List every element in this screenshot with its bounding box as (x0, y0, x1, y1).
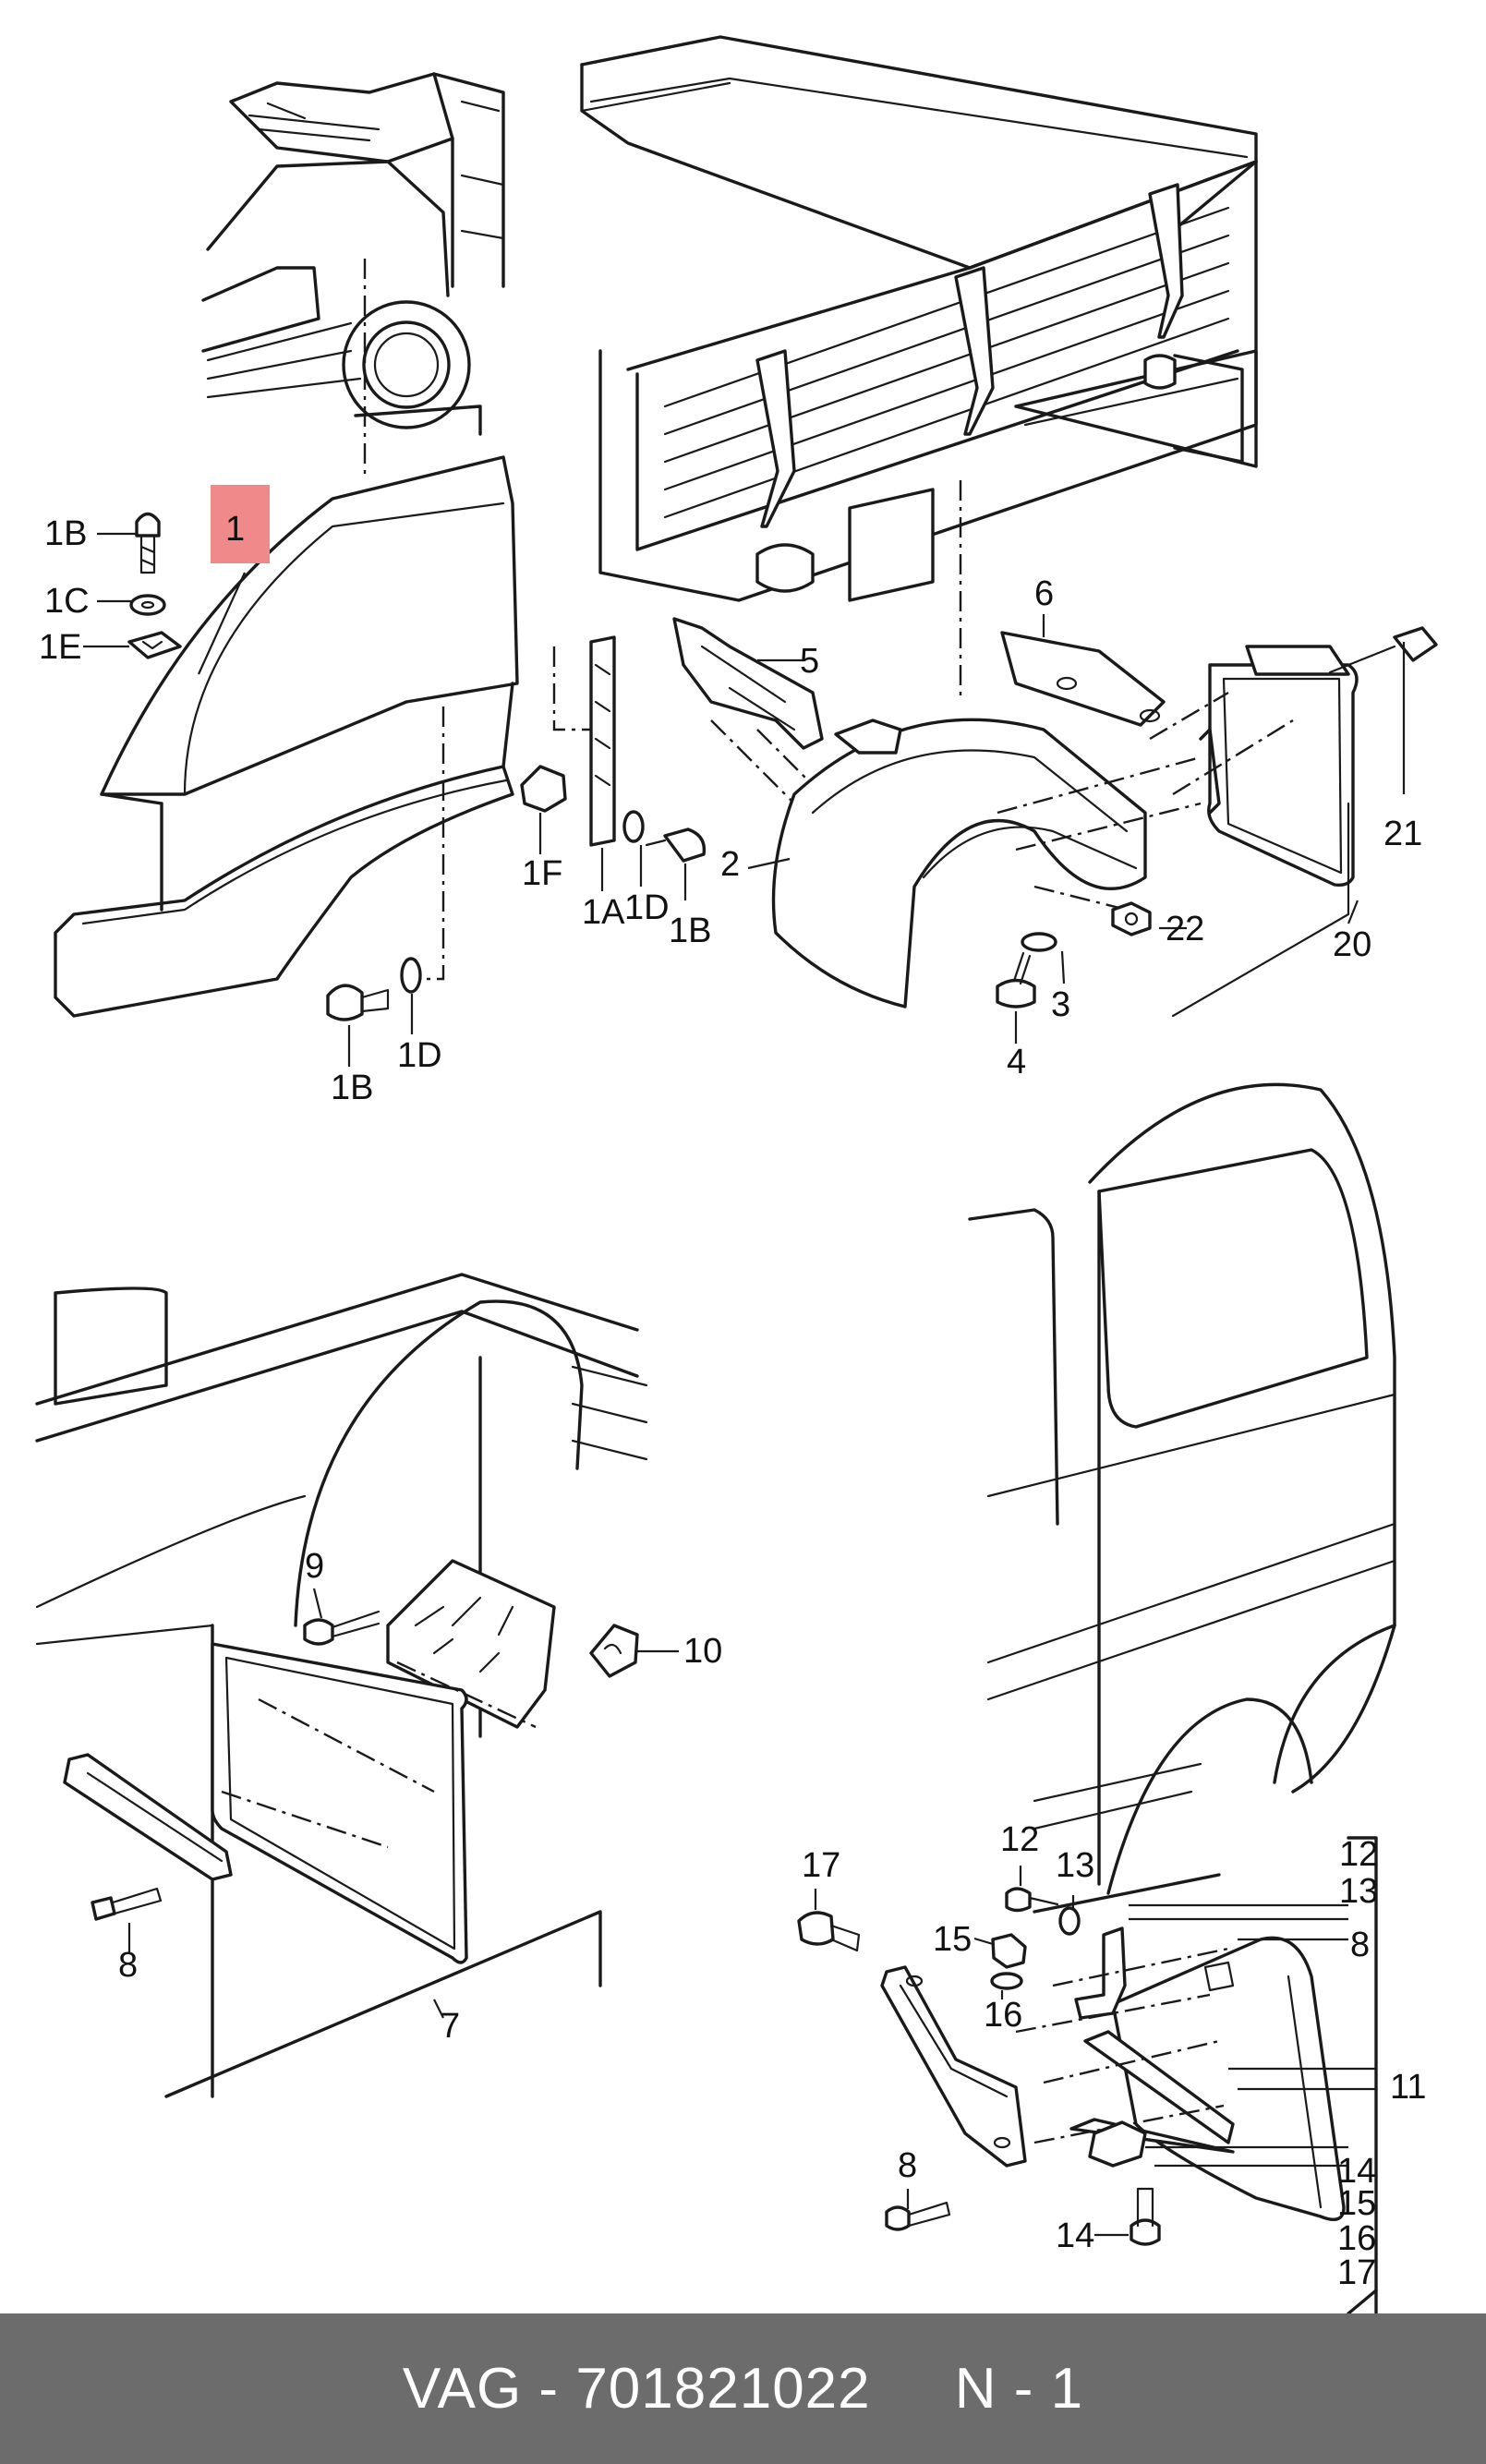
callout-1C: 1C (44, 582, 90, 621)
screw-4 (996, 951, 1036, 1009)
footer-position: N - 1 (954, 2357, 1084, 2421)
callout-1A: 1A (582, 893, 625, 932)
bolt-17 (797, 1911, 861, 1952)
callout-1: 1 (225, 510, 245, 549)
screw-8-left (91, 1887, 163, 1921)
footer-part-number: 701821022 (575, 2357, 871, 2421)
screw-9 (303, 1610, 381, 1646)
callout-1B-c: 1B (331, 1069, 373, 1107)
truck-bed-illustration (580, 35, 1258, 702)
callout-labels: 1 1B 1C 1E 1F 1A 1D 1B 1D 1B 2 3 4 5 6 2… (39, 510, 1426, 2292)
bracket-1A (552, 635, 616, 847)
parts-diagram: 1 1B 1C 1E 1F 1A 1D 1B 1D 1B 2 3 4 5 6 2… (35, 35, 1438, 2313)
callout-15: 15 (933, 1920, 972, 1959)
callout-21: 21 (1383, 815, 1422, 853)
callout-4: 4 (1007, 1043, 1026, 1081)
callout-8-a: 8 (118, 1946, 138, 1985)
callout-11: 11 (1390, 2068, 1426, 2107)
clip-10 (589, 1624, 639, 1678)
bolt-12 (1005, 1887, 1059, 1913)
callout-16-a: 16 (984, 1996, 1022, 2035)
washer-1D-upper (622, 810, 645, 843)
callout-3: 3 (1051, 985, 1070, 1024)
callout-6: 6 (1034, 574, 1054, 613)
washer-1C (129, 594, 166, 616)
group-bracket-right (1347, 1836, 1378, 2313)
clip-1F (520, 765, 567, 813)
callout-8-c: 8 (1350, 1926, 1370, 1964)
callout-1B-a: 1B (44, 514, 87, 553)
callout-13-b: 13 (1339, 1872, 1378, 1911)
washer-13 (1058, 1906, 1081, 1936)
callout-20: 20 (1333, 925, 1371, 964)
footer-brand: VAG (402, 2357, 523, 2421)
clip-14-upper (1088, 2120, 1147, 2168)
callout-7: 7 (441, 2007, 460, 2046)
mudflap-assembly-11 (1015, 1927, 1346, 2221)
van-rear-illustration (968, 1082, 1396, 1914)
callout-1D-a: 1D (624, 888, 670, 927)
washer-3 (1021, 932, 1057, 952)
bolt-14 (1130, 2187, 1161, 2246)
cab-front-illustration (201, 72, 505, 480)
callout-14-a: 14 (1056, 2216, 1094, 2255)
part-number-footer: VAG - 701821022 N - 1 (0, 2313, 1486, 2464)
callout-17-b: 17 (1337, 2253, 1376, 2292)
leader-lines (83, 532, 1406, 2237)
callout-16-b: 16 (1337, 2219, 1376, 2258)
callout-1F: 1F (522, 854, 562, 893)
callout-1D-b: 1D (397, 1036, 442, 1075)
callout-1-highlight (211, 485, 270, 563)
mudflap-20 (1149, 645, 1359, 1018)
clip-1E (127, 631, 182, 659)
mudflap-bracket-7 (211, 1559, 556, 1964)
nut-15 (991, 1933, 1027, 1969)
callout-15-b: 15 (1337, 2184, 1376, 2223)
callout-1E: 1E (39, 628, 81, 667)
fender-panel (54, 455, 519, 1018)
callout-13-a: 13 (1056, 1846, 1094, 1885)
screw-1B-upper (645, 827, 707, 863)
callout-12-a: 12 (1000, 1820, 1039, 1859)
callout-9: 9 (305, 1547, 324, 1586)
callout-22: 22 (1166, 910, 1204, 948)
bolt-21 (1328, 626, 1438, 674)
screw-1B-lower (326, 984, 390, 1021)
callout-5: 5 (800, 642, 819, 681)
screw-1B-top (135, 512, 161, 574)
footer-separator: - (538, 2357, 560, 2421)
washer-16 (990, 1972, 1023, 1990)
washer-1D-lower (400, 957, 422, 994)
callout-17: 17 (802, 1846, 840, 1885)
callout-8-b: 8 (898, 2146, 917, 2185)
callout-14-b: 14 (1337, 2152, 1376, 2191)
callout-1B-b: 1B (669, 912, 711, 950)
strip-8-left (63, 1753, 233, 1881)
rear-fender-left-illustration (35, 1273, 648, 2098)
bracket-8-right (880, 1965, 1027, 2168)
callout-10: 10 (683, 1632, 722, 1671)
flap-6 (1000, 631, 1166, 727)
callout-2: 2 (720, 845, 740, 884)
callout-12-b: 12 (1339, 1835, 1378, 1874)
screw-8-right (885, 2201, 951, 2231)
wheel-arch-liner-2 (771, 718, 1202, 1009)
nut-22 (1111, 901, 1152, 936)
